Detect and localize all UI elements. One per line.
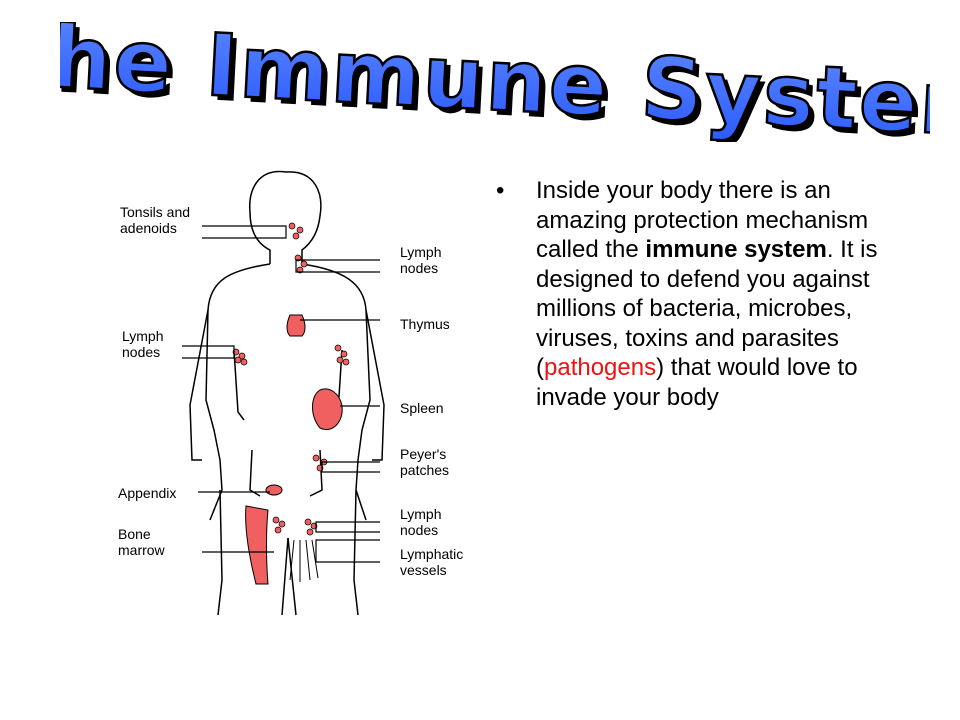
slide-title: The Immune System The Immune System xyxy=(0,3,960,163)
label-bone-marrow: Bone marrow xyxy=(118,526,165,558)
text-part-1: Inside your body there is an amazing pro… xyxy=(536,177,869,263)
bullet-dot: • xyxy=(496,177,505,204)
text-part-3: ) that would love to invade your body xyxy=(536,354,858,411)
title-text: The Immune System xyxy=(60,22,930,142)
label-appendix: Appendix xyxy=(118,485,177,501)
thymus-organ xyxy=(286,314,306,337)
bullet-paragraph: • Inside your body there is an amazing p… xyxy=(496,176,896,412)
bullet-text: Inside your body there is an amazing pro… xyxy=(536,176,896,412)
label-lymph-nodes-arm: Lymph nodes xyxy=(122,328,164,360)
label-peyers-patches: Peyer's patches xyxy=(400,446,450,478)
label-spleen: Spleen xyxy=(400,400,444,416)
spleen-organ xyxy=(312,388,343,430)
label-lymphatic-vessels: Lymphatic vessels xyxy=(400,546,464,578)
bone-marrow-organ xyxy=(245,505,269,585)
label-tonsils: Tonsils and adenoids xyxy=(120,204,191,236)
body-outline xyxy=(182,170,385,616)
text-bold-immune-system: immune system xyxy=(645,236,827,263)
title-graphic: The Immune System The Immune System xyxy=(0,3,960,163)
text-red-pathogens: pathogens xyxy=(544,354,657,381)
appendix-organ xyxy=(265,484,283,496)
label-thymus: Thymus xyxy=(400,316,450,332)
label-lymph-nodes-neck: Lymph nodes xyxy=(400,244,442,276)
text-part-2: . It is designed to defend you against m… xyxy=(536,236,878,381)
label-lymph-nodes-groin: Lymph nodes xyxy=(400,506,442,538)
immune-system-diagram: Tonsils and adenoids Lymph nodes Thymus … xyxy=(110,160,490,620)
